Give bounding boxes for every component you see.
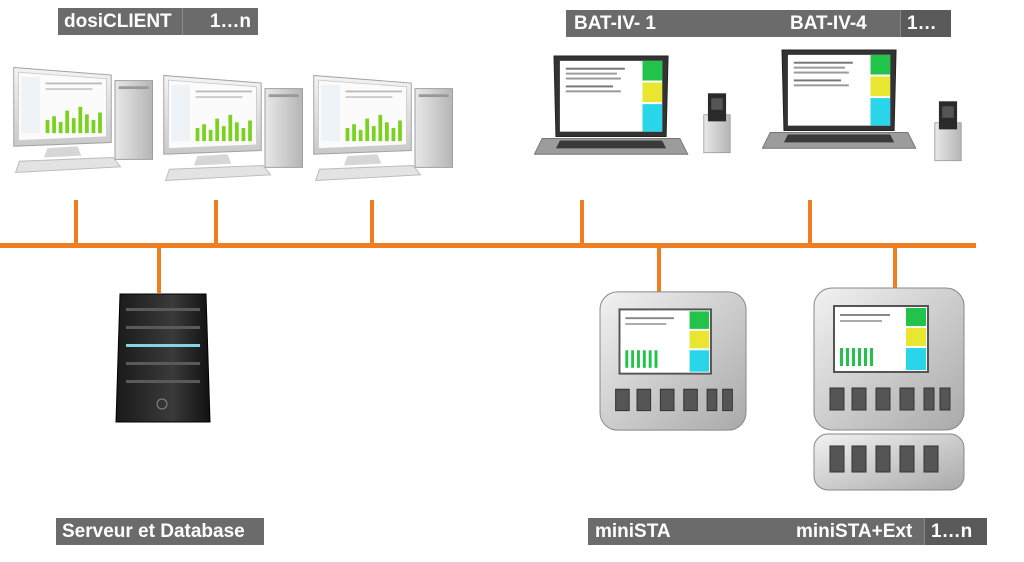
minista-second-name: miniSTA+Ext — [796, 521, 913, 542]
minista-ext-station — [810, 284, 970, 434]
server-label: Serveur et Database — [56, 518, 264, 545]
bat-last-name: BAT-IV-4 — [790, 13, 867, 34]
dosiclient-name: dosiCLIENT — [64, 11, 172, 32]
desktop-client-1 — [10, 62, 160, 178]
bat-reader-1 — [694, 90, 740, 156]
bat-count: 1…n — [900, 10, 951, 61]
minista-count: 1…n — [924, 518, 987, 545]
tower-server — [115, 293, 211, 423]
bat-label: BAT-IV- 1 BAT-IV-4 1…n — [566, 10, 951, 61]
connector-server — [157, 247, 161, 293]
connector-minista-ext — [893, 247, 897, 293]
server-name: Serveur et Database — [62, 521, 245, 542]
minista-label: miniSTA miniSTA+Ext 1…n — [588, 518, 987, 545]
minista-station — [596, 288, 752, 434]
network-bus — [0, 243, 976, 248]
desktop-client-3 — [310, 70, 460, 186]
bat-first-name: BAT-IV- 1 — [574, 13, 656, 34]
connector-bat-1 — [580, 200, 584, 244]
bat-reader-4 — [924, 98, 972, 164]
bat-laptop-4 — [762, 46, 920, 164]
connector-client-3 — [370, 200, 374, 244]
desktop-client-2 — [160, 70, 310, 186]
connector-client-1 — [74, 200, 78, 244]
connector-minista — [657, 247, 661, 293]
connector-bat-4 — [808, 200, 812, 244]
dosiclient-count: 1…n — [182, 8, 257, 35]
bat-laptop-1 — [534, 52, 692, 170]
dosiclient-label: dosiCLIENT 1…n — [58, 8, 258, 35]
minista-first-name: miniSTA — [595, 521, 671, 542]
minista-extension-module — [813, 433, 965, 491]
connector-client-2 — [214, 200, 218, 244]
